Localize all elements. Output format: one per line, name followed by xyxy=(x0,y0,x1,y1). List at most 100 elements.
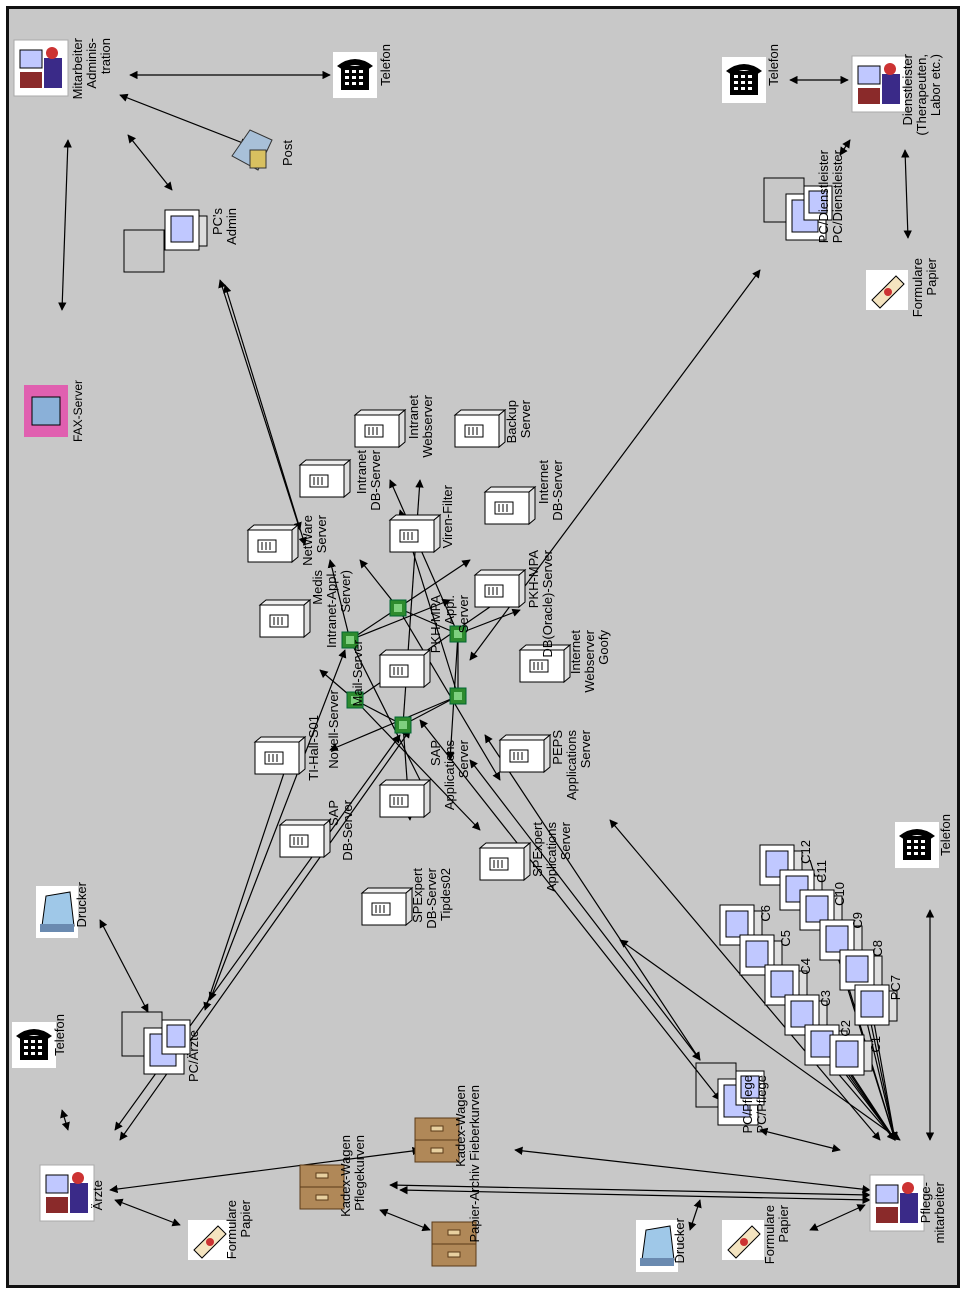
internet-webserver-label: InternetWebserverGoofy xyxy=(568,629,611,692)
viren-filter-icon xyxy=(248,525,298,562)
pc-pflege-label-line: PC/Pflege xyxy=(740,1075,755,1134)
spexpert-db-icon xyxy=(362,888,412,925)
medis-appl-label-line: Intranet-Appl. xyxy=(324,570,339,648)
pcs-admin-label-line: Admin xyxy=(224,208,239,245)
telephone-icon xyxy=(12,1022,56,1068)
viren-filter-label: Viren-Filter xyxy=(440,484,455,548)
sap-db-icon xyxy=(280,820,330,857)
pkh-mpa-db-label-line: PKH-MPA xyxy=(526,550,541,609)
backup-server-label: BackupServer xyxy=(504,399,533,443)
intranet-db-server-label-line: Intranet xyxy=(354,450,369,494)
connection-line xyxy=(515,1150,870,1190)
spexpert-applications-label-line: SPExpert xyxy=(530,822,545,877)
connection-line xyxy=(810,1205,865,1230)
connection-line xyxy=(380,1210,430,1230)
peps-label-line: Server xyxy=(578,729,593,768)
mitarbeiter-admin-label-line: Mitarbeiter xyxy=(70,37,85,99)
telefon-br-label: Telefon xyxy=(938,814,953,856)
post-label: Post xyxy=(280,140,295,166)
medis-appl-label-line: Medis xyxy=(310,570,325,605)
mail-server-label: Mail-Server xyxy=(350,639,365,706)
viren-filter-label-line: Viren-Filter xyxy=(440,484,455,548)
telephone-icon xyxy=(895,822,939,868)
connection-line xyxy=(390,1185,870,1195)
telefon-right-label-line: Telefon xyxy=(766,44,781,86)
connection-line xyxy=(205,740,295,1010)
spexpert-applications-label-line: Server xyxy=(558,821,573,860)
pc-label: C11 xyxy=(814,860,829,883)
intranet-db-server-label: IntranetDB-Server xyxy=(354,449,383,510)
backup-server-label-line: Backup xyxy=(504,400,519,443)
pc-label: C4 xyxy=(798,958,813,975)
connection-line xyxy=(760,1130,840,1150)
kadex-fieberkurven-label-line: Kadex-Wagen xyxy=(453,1085,468,1167)
switch-icon xyxy=(450,688,466,704)
telefon-left-label: Telefon xyxy=(52,1014,67,1056)
pc-label: C5 xyxy=(778,930,793,947)
connection-line xyxy=(225,285,305,545)
novell-server-label: Novell-Server xyxy=(326,689,341,768)
medis-appl-label-line: Server) xyxy=(338,570,353,613)
aerzte-label-line: Ärzte xyxy=(90,1180,105,1210)
telephone-icon xyxy=(722,57,766,103)
netware-server-label: NetWareServer xyxy=(300,514,329,565)
backup-server-icon xyxy=(455,410,505,447)
pc-aerzte-label-line: PC/Ärzte xyxy=(186,1030,201,1082)
connection-line xyxy=(100,920,148,1012)
mitarbeiter-admin-label-line: tration xyxy=(98,38,113,74)
workstation-icon xyxy=(165,210,207,250)
pc-pflege-label-line: PC/Pflege xyxy=(754,1075,769,1134)
formulare-papier-bl-label-line: Papier xyxy=(238,1199,253,1237)
peps-label-line: PEPS xyxy=(550,730,565,765)
dienstleister-label: Dienstleister(Therapeuten,Labor etc.) xyxy=(900,53,943,135)
internet-webserver-label-line: Internet xyxy=(568,630,583,674)
pc-dienstleister-label-line: PC/Dienstleister xyxy=(830,149,845,243)
connection-line xyxy=(220,280,300,530)
netware-server-label-line: Server xyxy=(314,514,329,553)
formulare-papier-br-label-line: Formulare xyxy=(762,1205,777,1264)
formulare-papier-bl-label-line: Formulare xyxy=(224,1200,239,1259)
connection-line xyxy=(62,1110,68,1130)
intranet-db-server-icon xyxy=(300,460,350,497)
pc-label: C2 xyxy=(838,1020,853,1037)
kadex-pflegekurven-label-line: Kadex-Wagen xyxy=(338,1135,353,1217)
pflegemitarbeiter-label: Pflege-mitarbeiter xyxy=(918,1181,947,1243)
telefon-top-label-line: Telefon xyxy=(378,44,393,86)
mail-post-icon xyxy=(232,130,272,170)
telephone-icon xyxy=(333,52,377,98)
telefon-top-label: Telefon xyxy=(378,44,393,86)
connection-line xyxy=(128,135,172,190)
connection-line xyxy=(120,95,248,145)
peps-server-icon xyxy=(500,735,550,772)
printer-icon xyxy=(36,886,78,938)
drucker-left-label: Drucker xyxy=(74,881,89,927)
kadex-pflegekurven-label-line: Pflegekurven xyxy=(352,1135,367,1211)
kadex-fieberkurven-label-line: Papier-Archiv Fieberkurven xyxy=(467,1085,482,1243)
pkh-mpa-appl-label-line: Appl. xyxy=(442,595,457,625)
pkh-mpa-appl-label-line: PKH-MPA xyxy=(428,595,443,654)
fax-server-icon xyxy=(24,385,68,437)
pc-aerzte-label: PC/Ärzte xyxy=(186,1030,201,1082)
sap-db-label-line: DB-Server xyxy=(340,799,355,860)
pc-pflege-label: PC/PflegePC/Pflege xyxy=(740,1075,769,1134)
pc-label: C12 xyxy=(798,840,813,864)
pc-label: C3 xyxy=(818,990,833,1007)
ti-hall-label: TI-Hall-S01 xyxy=(306,715,321,781)
pc-dienstleister-label-line: PC/Dienstleister xyxy=(816,149,831,243)
connection-line xyxy=(115,1200,180,1225)
spexpert-applications-label-line: Applications xyxy=(544,822,559,893)
spexpert-db-label-line: DB-Server xyxy=(424,867,439,928)
connection-line xyxy=(690,1200,700,1230)
sap-applications-label-line: SAP xyxy=(428,740,443,766)
sap-applications-label-line: Server xyxy=(456,739,471,778)
kadex-fieberkurven-label: Kadex-WagenPapier-Archiv Fieberkurven xyxy=(453,1085,482,1243)
user-at-computer-icon xyxy=(40,1165,94,1221)
